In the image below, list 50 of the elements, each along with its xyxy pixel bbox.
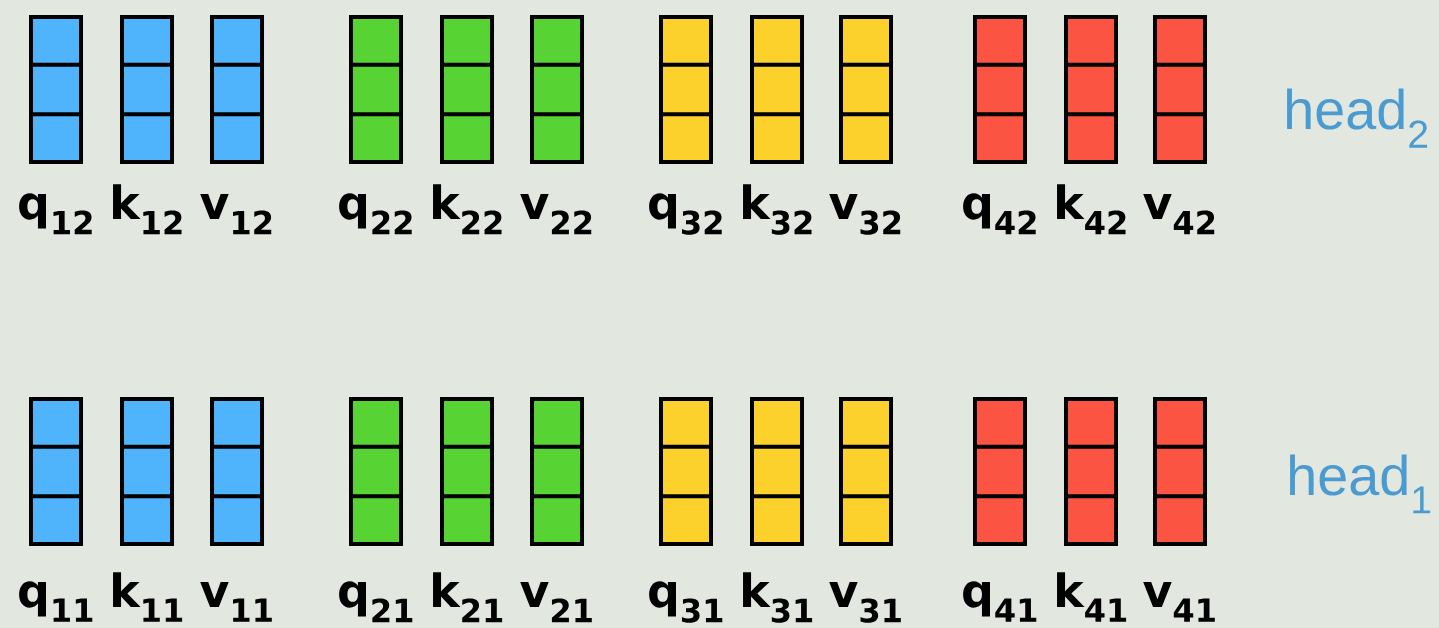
vector-column [349,15,403,164]
vector-column [973,397,1027,546]
head-label: head$_{2}$ [1287,88,1428,148]
vector-column [440,15,494,164]
vector-column [29,15,83,164]
vector-column [29,397,83,546]
vector-column [1064,397,1118,546]
vector-label: v$_{21}$ [520,581,592,623]
vector-label: q$_{42}$ [963,193,1036,235]
vector-column [349,397,403,546]
vector-label: k$_{11}$ [113,572,183,622]
vector-column [1153,397,1207,546]
vector-label: k$_{21}$ [433,572,503,623]
vector-label: k$_{41}$ [1057,572,1127,622]
vector-label: v$_{41}$ [1143,581,1215,622]
vector-column [659,397,713,546]
vector-label: k$_{22}$ [433,184,502,235]
vector-label: k$_{32}$ [743,184,812,235]
vector-label: v$_{22}$ [520,193,592,235]
vector-label: v$_{12}$ [200,193,272,235]
vector-label: k$_{31}$ [743,572,813,623]
vector-label: q$_{41}$ [963,581,1037,622]
vector-label: q$_{22}$ [339,193,412,235]
vector-label: k$_{42}$ [1057,184,1126,235]
vector-label: q$_{32}$ [649,193,722,235]
vector-column [440,397,494,546]
vector-column [750,397,804,546]
vector-column [1064,15,1118,164]
vector-column [530,397,584,546]
vector-column [120,15,174,164]
vector-column [659,15,713,164]
vector-label: v$_{42}$ [1143,193,1215,235]
head-label: head$_{1}$ [1290,454,1431,514]
vector-column [839,397,893,546]
vector-column [210,397,264,546]
vector-column [973,15,1027,164]
vector-column [530,15,584,164]
vector-label: v$_{31}$ [829,581,901,623]
vector-label: q$_{21}$ [339,581,413,623]
vector-column [1153,15,1207,164]
vector-label: k$_{12}$ [113,184,182,235]
vector-label: q$_{11}$ [19,581,93,622]
vector-label: v$_{32}$ [829,193,901,235]
vector-column [839,15,893,164]
vector-label: v$_{11}$ [200,581,272,622]
vector-column [750,15,804,164]
vector-label: q$_{12}$ [19,193,92,235]
vector-column [210,15,264,164]
vector-label: q$_{31}$ [649,581,723,623]
vector-column [120,397,174,546]
